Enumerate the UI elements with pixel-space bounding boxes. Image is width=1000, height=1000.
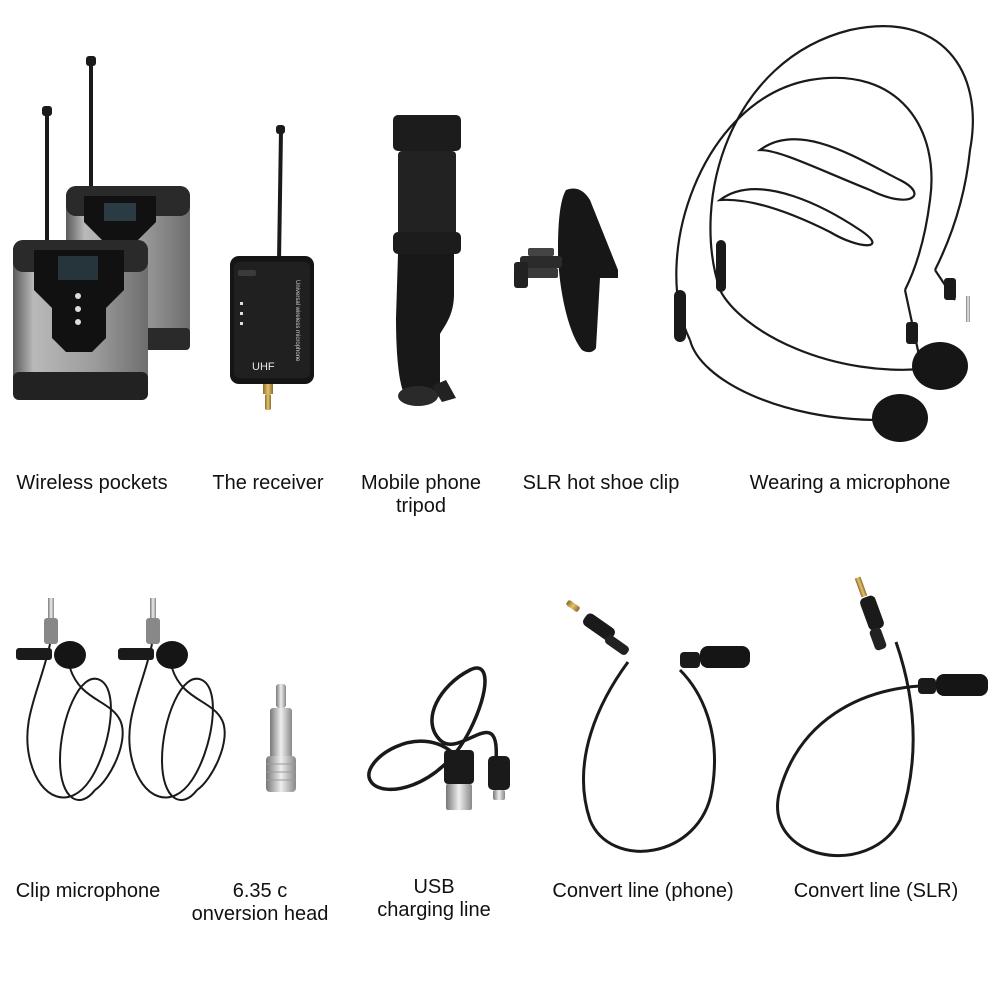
usb-cable-icon <box>367 666 510 810</box>
label-clip-mic: Clip microphone <box>15 880 161 902</box>
receiver-brand-text: Universal wireless microphone <box>294 280 300 362</box>
label-usb-cable: USB charging line <box>377 876 491 921</box>
label-convert-slr: Convert line (SLR) <box>793 880 959 902</box>
lavalier-microphone-icon <box>16 598 226 801</box>
adapter-plug-icon <box>266 684 296 792</box>
trs-cable-icon <box>776 576 988 857</box>
headset-parts <box>674 240 970 442</box>
tripod-icon <box>393 115 461 406</box>
receiver-band-text: UHF <box>252 361 275 373</box>
receiver-icon: Universal wireless microphone UHF <box>230 125 314 410</box>
trrs-cable-icon <box>566 600 750 853</box>
label-adapter: 6.35 c onversion head <box>191 880 329 925</box>
label-convert-phone: Convert line (phone) <box>552 880 734 902</box>
label-headset-mic: Wearing a microphone <box>749 472 951 494</box>
bodypack-transmitter-icon <box>13 56 190 400</box>
label-phone-tripod: Mobile phone tripod <box>360 472 482 517</box>
label-hot-shoe-clip: SLR hot shoe clip <box>522 472 680 494</box>
label-wireless-pockets: Wireless pockets <box>16 472 168 494</box>
label-receiver: The receiver <box>212 472 324 494</box>
hot-shoe-icon <box>514 188 618 353</box>
